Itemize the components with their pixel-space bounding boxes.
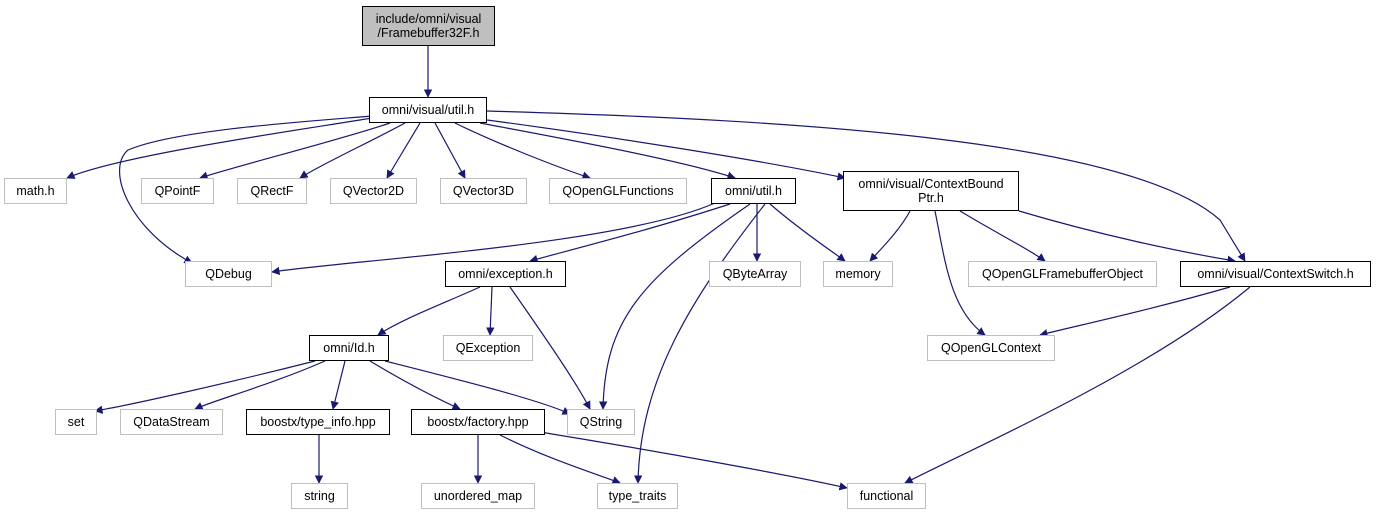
node-idh[interactable]: omni/Id.h <box>309 335 389 361</box>
node-qglctx: QOpenGLContext <box>927 335 1055 361</box>
node-vutil[interactable]: omni/visual/util.h <box>369 97 487 123</box>
node-qbytearray: QByteArray <box>709 261 801 287</box>
edge-ctxbound-to-qglctx <box>934 210 986 336</box>
node-ctxswitch[interactable]: omni/visual/ContextSwitch.h <box>1180 261 1371 287</box>
node-outil[interactable]: omni/util.h <box>711 178 796 204</box>
edge-idh-to-qstring <box>384 360 571 415</box>
node-qglfunc: QOpenGLFunctions <box>549 178 687 204</box>
edge-vutil-to-qvector3d <box>434 122 466 179</box>
node-set: set <box>55 409 97 435</box>
edge-exception-to-qstring <box>509 286 591 410</box>
edge-ctxswitch-to-qglctx <box>1039 286 1231 338</box>
node-qstring: QString <box>567 409 635 435</box>
node-qvector3d: QVector3D <box>440 178 527 204</box>
node-unordered: unordered_map <box>421 483 535 509</box>
edge-idh-to-set <box>94 360 316 414</box>
node-memory: memory <box>823 261 893 287</box>
edge-vutil-to-math <box>66 117 373 179</box>
node-factory[interactable]: boostx/factory.hpp <box>411 409 545 435</box>
edge-ctxbound-to-memory <box>869 210 911 262</box>
edge-vutil-to-ctxswitch <box>486 110 1246 262</box>
edge-factory-to-functional <box>539 431 848 491</box>
node-functional: functional <box>847 483 926 509</box>
node-typeinfo[interactable]: boostx/type_info.hpp <box>246 409 390 435</box>
edge-vutil-to-qvector2d <box>386 122 421 179</box>
edge-ctxswitch-to-functional <box>904 286 1251 484</box>
node-qpointf: QPointF <box>141 178 214 204</box>
edge-idh-to-qdatastream <box>194 360 326 410</box>
edge-vutil-to-qpointf <box>199 122 391 180</box>
edge-exception-to-idh <box>377 286 481 336</box>
node-string: string <box>291 483 348 509</box>
edge-outil-to-memory <box>769 203 846 262</box>
edge-vutil-to-ctxbound <box>486 119 846 181</box>
edge-vutil-to-qdebug <box>119 115 373 264</box>
edge-ctxbound-to-qglfbo <box>959 210 1046 262</box>
node-exception[interactable]: omni/exception.h <box>445 261 566 287</box>
node-typetraits: type_traits <box>597 483 678 509</box>
edge-ctxbound-to-ctxswitch <box>1018 210 1236 264</box>
node-root[interactable]: include/omni/visual /Framebuffer32F.h <box>362 6 495 46</box>
edge-outil-to-qstring <box>598 203 751 410</box>
node-ctxbound[interactable]: omni/visual/ContextBound Ptr.h <box>843 171 1019 211</box>
node-qglfbo: QOpenGLFramebufferObject <box>968 261 1157 287</box>
edge-outil-to-qdebug <box>271 202 716 276</box>
node-qdatastream: QDataStream <box>120 409 223 435</box>
edge-idh-to-factory <box>369 360 461 410</box>
edge-outil-to-typetraits <box>633 203 766 484</box>
edge-factory-to-typetraits <box>499 434 621 485</box>
node-qrectf: QRectF <box>237 178 307 204</box>
edge-vutil-to-qrectf <box>299 122 406 179</box>
edge-idh-to-typeinfo <box>330 360 346 410</box>
edge-outil-to-exception <box>529 203 731 264</box>
edge-exception-to-qexception <box>486 286 495 336</box>
node-qexception: QException <box>443 335 533 361</box>
node-math: math.h <box>4 178 67 204</box>
node-qdebug: QDebug <box>185 261 272 287</box>
node-qvector2d: QVector2D <box>330 178 417 204</box>
edge-vutil-to-outil <box>479 122 736 180</box>
edge-vutil-to-qglfunc <box>454 122 591 180</box>
